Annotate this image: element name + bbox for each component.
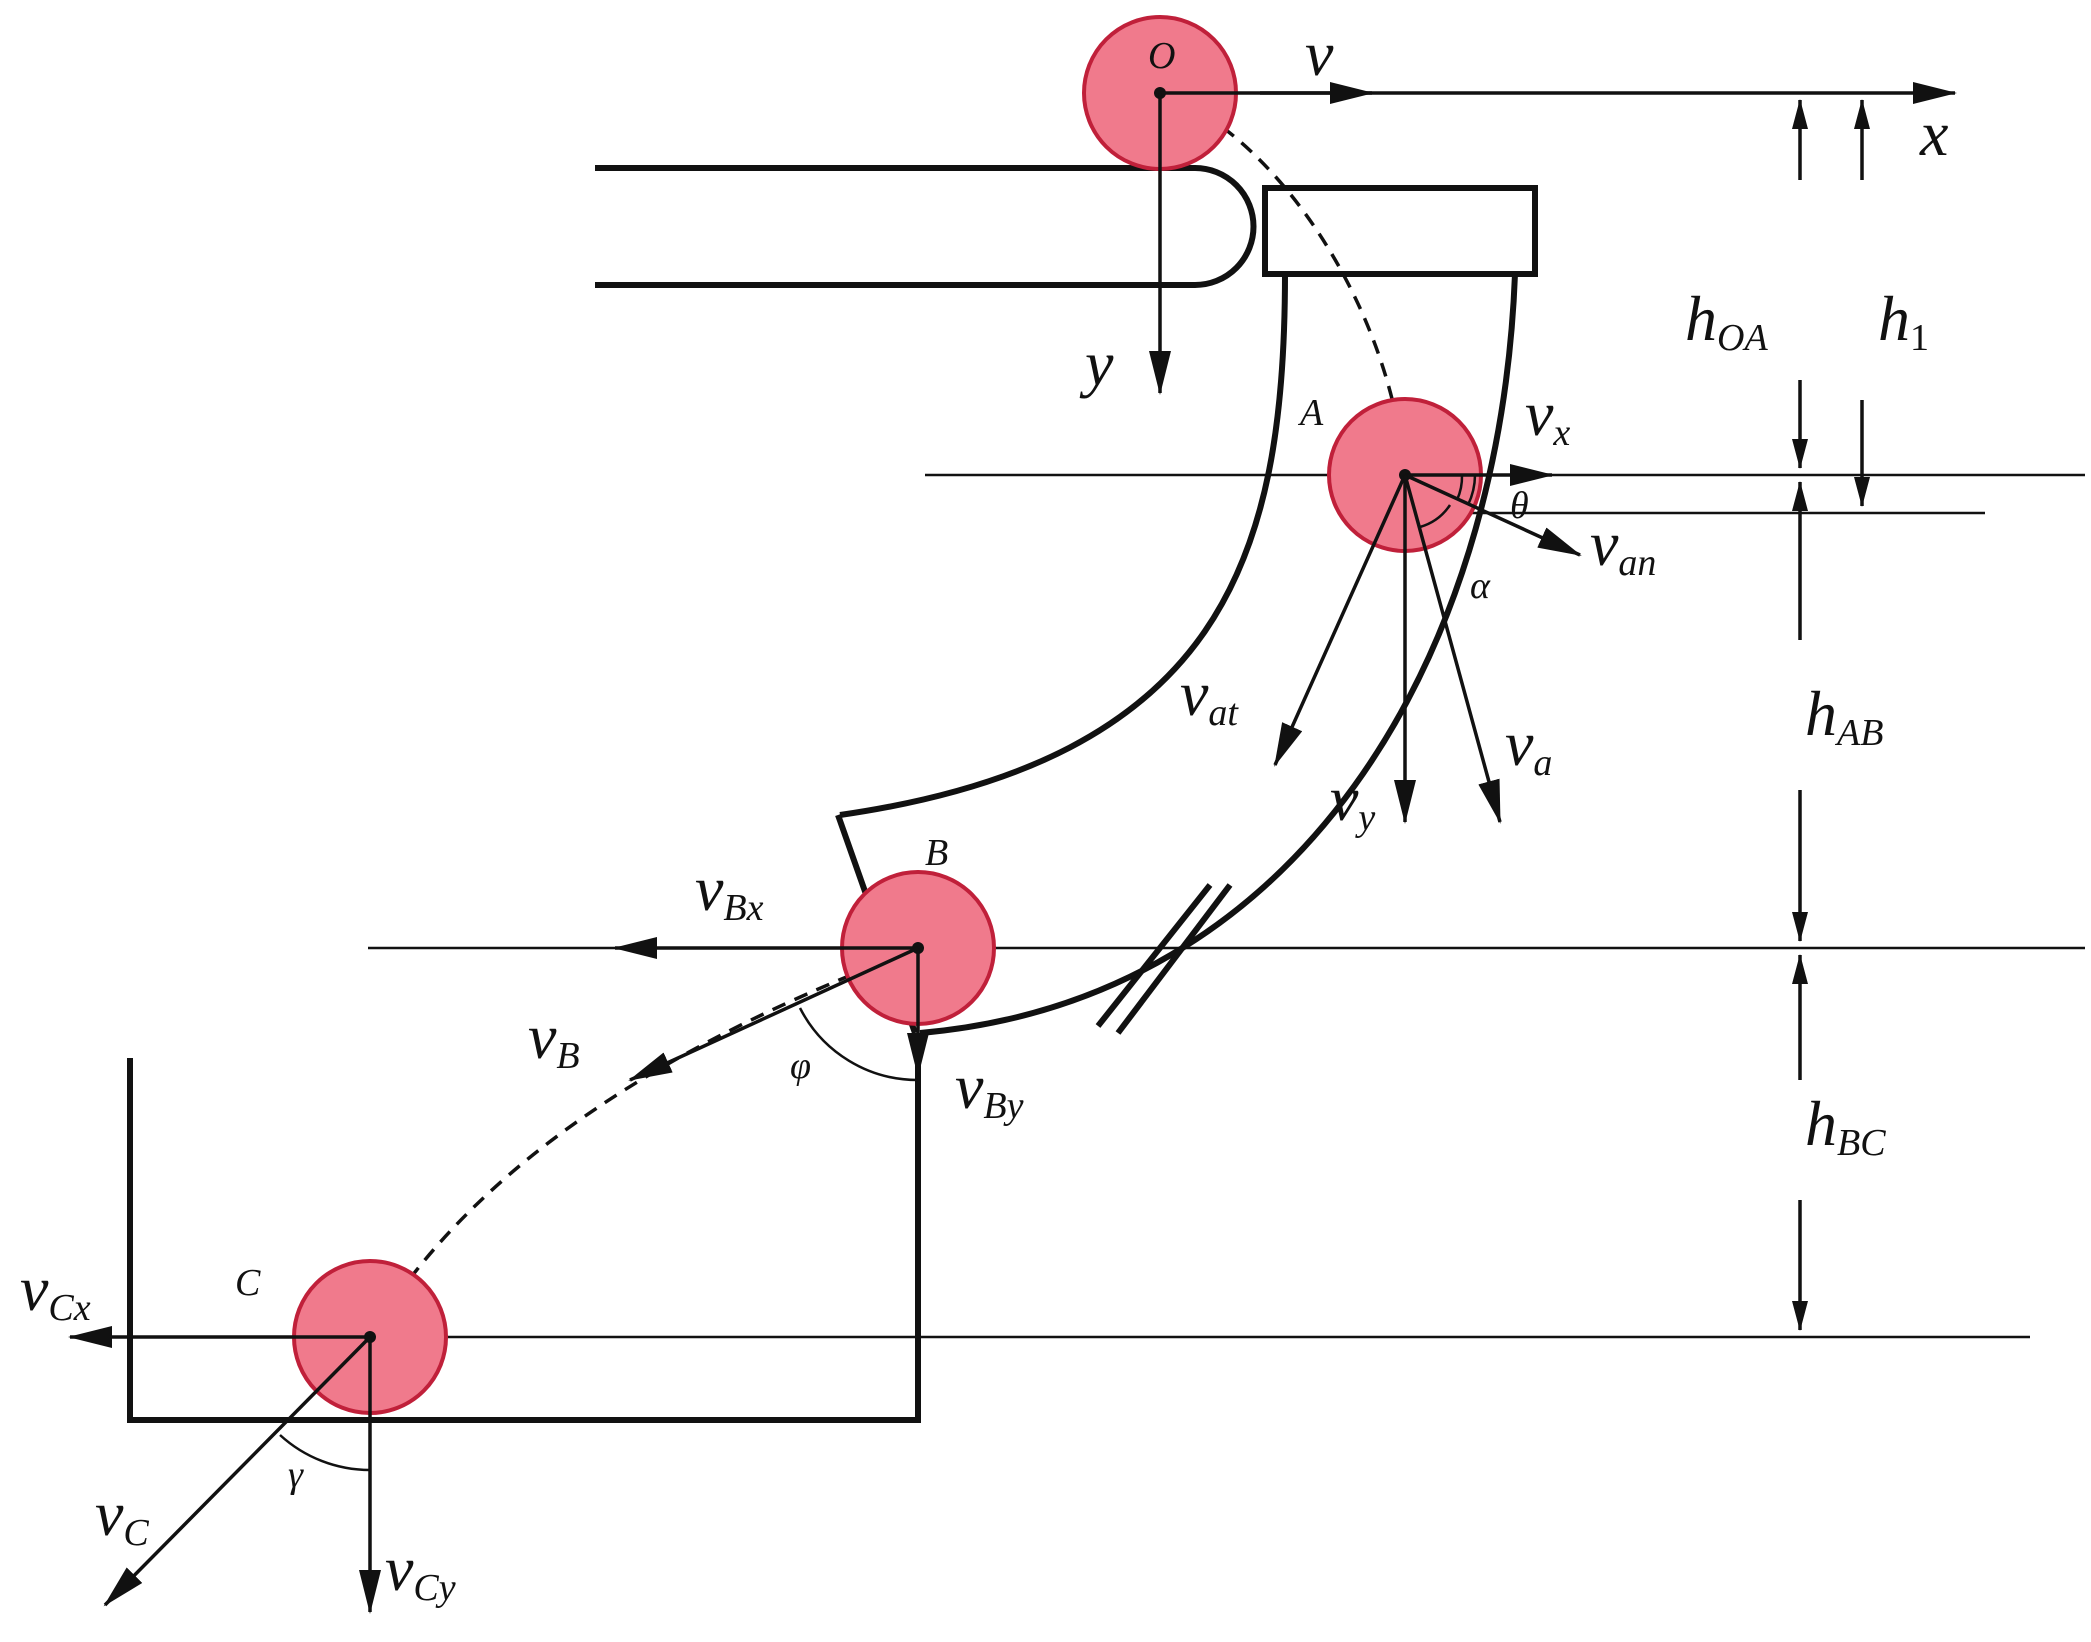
label-v-cx: vCx	[20, 1253, 91, 1329]
conveyor-belt	[595, 165, 1257, 288]
point-label-a: A	[1297, 392, 1324, 434]
label-alpha: α	[1470, 565, 1491, 607]
theta-arc	[1466, 474, 1477, 506]
v-b-arrow	[628, 946, 919, 1082]
alpha-arc	[1419, 504, 1452, 529]
point-label-c: C	[235, 1262, 261, 1304]
label-v: v	[1305, 18, 1334, 89]
v-a-arrow	[1403, 474, 1502, 824]
container	[127, 1033, 921, 1423]
label-v-at: vat	[1180, 658, 1239, 734]
point-label-o: O	[1148, 35, 1175, 77]
label-h-oa: hOA	[1685, 283, 1768, 359]
label-theta: θ	[1510, 485, 1529, 527]
v-at-arrow	[1273, 474, 1407, 767]
label-v-y: vy	[1330, 763, 1375, 839]
label-v-b: vB	[528, 1001, 580, 1077]
label-gamma: γ	[288, 1454, 304, 1496]
v-c-arrow	[103, 1335, 372, 1607]
label-v-bx: vBx	[695, 853, 764, 929]
label-h-1: h1	[1878, 283, 1929, 359]
theta-arc-2	[1455, 474, 1464, 501]
gamma-arc	[279, 1434, 371, 1472]
label-v-cy: vCy	[385, 1533, 456, 1609]
label-v-x: vx	[1525, 378, 1570, 454]
v-an-arrow	[1404, 473, 1582, 557]
point-label-b: B	[925, 832, 948, 874]
label-v-by: vBy	[955, 1051, 1024, 1127]
label-h-ab: hAB	[1805, 678, 1883, 754]
label-y-axis: y	[1079, 328, 1114, 399]
label-h-bc: hBC	[1805, 1088, 1886, 1164]
trajectory-b-to-c	[368, 946, 919, 1338]
label-v-a: va	[1505, 708, 1552, 784]
label-v-an: van	[1590, 508, 1656, 584]
label-phi: φ	[790, 1045, 811, 1087]
phi-arc	[798, 1007, 919, 1082]
label-x-axis: x	[1919, 98, 1948, 169]
label-v-c: vC	[95, 1478, 149, 1554]
